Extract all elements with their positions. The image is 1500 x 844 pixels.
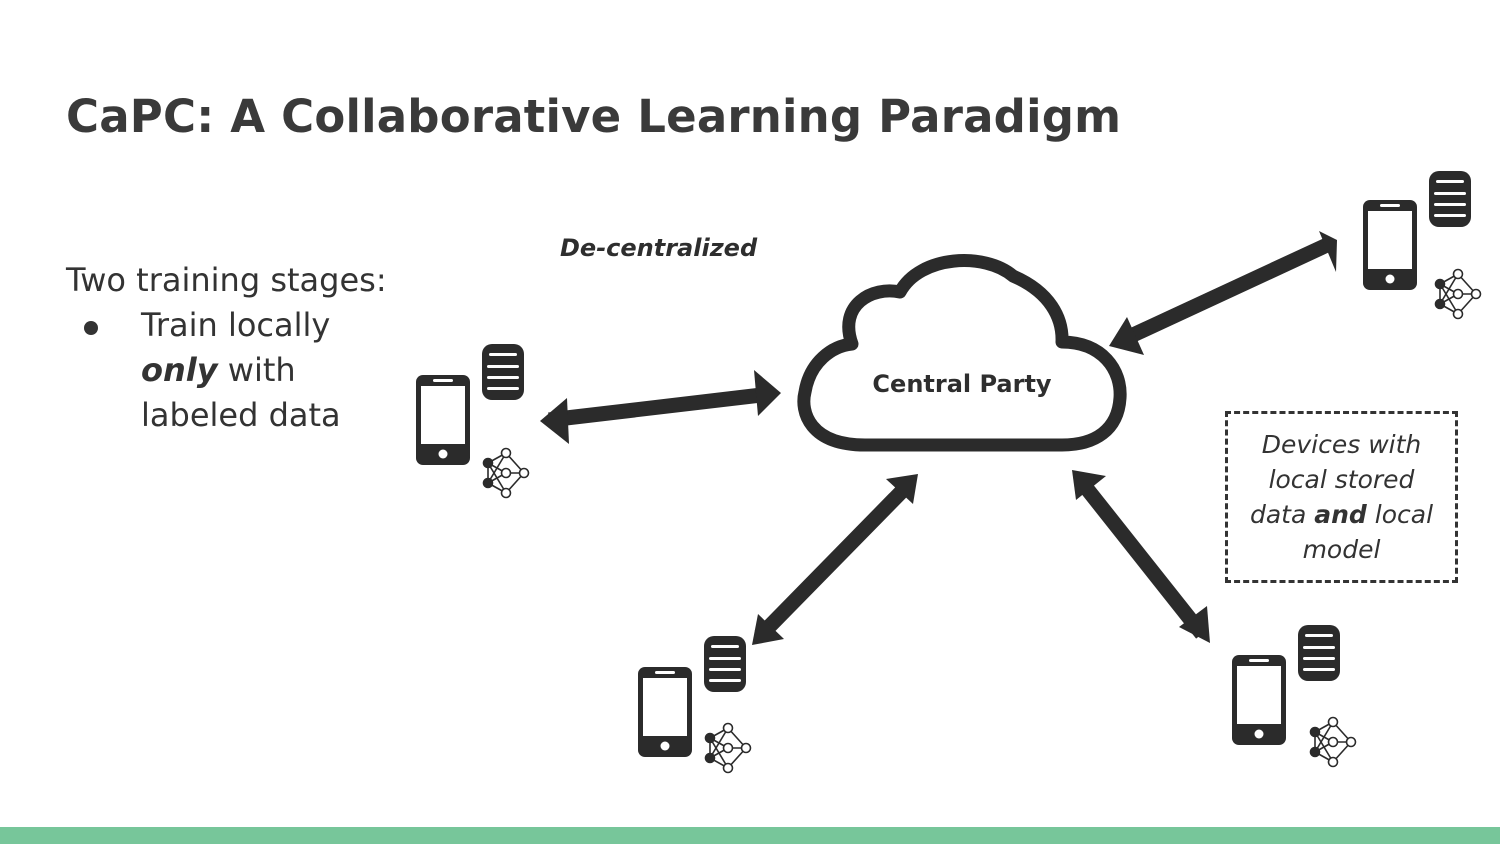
database-icon	[482, 344, 524, 400]
cloud-icon	[797, 254, 1127, 452]
decentralized-label: De-centralized	[560, 234, 758, 262]
smartphone-icon	[1363, 200, 1417, 290]
smartphone-icon	[1232, 655, 1286, 745]
legend-emphasis: and	[1314, 500, 1367, 529]
device-bottom-center	[638, 636, 752, 774]
neural-network-icon	[1309, 716, 1357, 768]
neural-network-icon	[482, 447, 530, 499]
training-stages: Two training stages: Train locally only …	[66, 258, 401, 438]
central-party-label: Central Party	[872, 370, 1052, 398]
bullet-text-part-1: Train locally	[141, 306, 331, 344]
bullet-dot-icon	[84, 321, 98, 335]
bullet-item: Train locally only with labeled data	[66, 303, 401, 438]
neural-network-icon	[704, 722, 752, 774]
smartphone-icon	[416, 375, 470, 465]
database-icon	[704, 636, 746, 692]
slide-title: CaPC: A Collaborative Learning Paradigm	[66, 90, 1122, 143]
double-arrow-icon-bottom-center	[752, 474, 918, 645]
double-arrow-icon-left	[540, 370, 781, 444]
legend-text-post: local model	[1302, 500, 1434, 564]
bullet-text-part-2: with labeled data	[141, 351, 341, 434]
stages-heading: Two training stages:	[66, 261, 387, 299]
double-arrow-icon-top-right	[1109, 231, 1337, 355]
device-bottom-right	[1232, 625, 1357, 768]
double-arrow-icon-bottom-right	[1072, 470, 1210, 643]
device-top-right	[1363, 171, 1482, 320]
device-left	[416, 344, 530, 499]
neural-network-icon	[1434, 268, 1482, 320]
bullet-emphasis: only	[141, 351, 218, 389]
database-icon	[1429, 171, 1471, 227]
devices-legend-box: Devices with local stored data and local…	[1225, 411, 1458, 583]
database-icon	[1298, 625, 1340, 681]
legend-text: Devices with local stored data and local…	[1238, 427, 1445, 567]
legend-text-pre: Devices with local stored data	[1249, 430, 1422, 529]
accent-bar	[0, 827, 1500, 844]
smartphone-icon	[638, 667, 692, 757]
